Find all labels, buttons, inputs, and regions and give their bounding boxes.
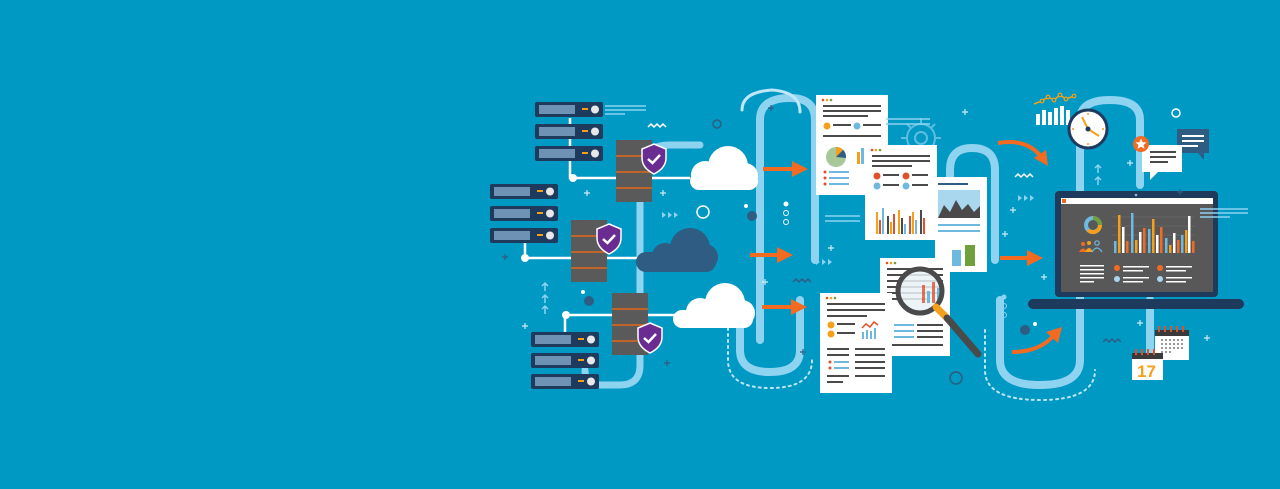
- secure-server-icon: [612, 293, 663, 355]
- clock-icon: [1067, 108, 1109, 150]
- secure-server-icon: [571, 220, 622, 282]
- shield-check-icon: [596, 223, 622, 255]
- arrow-right-icon: [762, 299, 807, 315]
- cloud-icon: [690, 146, 758, 190]
- calendar-day: 17: [1137, 362, 1156, 381]
- arrow-right-icon: [750, 247, 793, 263]
- document-chart-icon: [865, 145, 937, 240]
- chat-bubble-icon: [1177, 129, 1209, 160]
- up-arrows-icon: [541, 163, 1102, 314]
- chevrons-icon: [662, 195, 1034, 265]
- calendar-icon: 17: [1132, 349, 1163, 381]
- chat-bubble-icon: [1142, 145, 1182, 180]
- arrow-right-icon: [763, 161, 808, 177]
- curved-arrow-icon: [1011, 327, 1062, 354]
- connector-nodes: [521, 174, 577, 319]
- decorative-lines: [605, 105, 1248, 222]
- document-report-icon: [820, 293, 892, 393]
- trend-line-icon: [1033, 92, 1077, 105]
- magnifier-icon: [895, 266, 982, 358]
- server-rack-icon: [490, 184, 558, 243]
- document-landscape-icon: [935, 177, 987, 272]
- wave-icon: [647, 122, 1034, 179]
- star-badge-icon: [1133, 136, 1149, 152]
- plus-icon: [502, 105, 1183, 366]
- shield-check-icon: [641, 143, 667, 175]
- cloud-icon: [636, 228, 718, 272]
- wave-icon: [792, 277, 1122, 344]
- secure-server-icon: [616, 140, 667, 202]
- shield-check-icon: [637, 322, 663, 354]
- decorative-circles: [581, 108, 1181, 385]
- arrow-right-icon: [1000, 250, 1043, 266]
- laptop-dashboard-icon: [1028, 191, 1244, 309]
- plus-icon: [522, 109, 1210, 341]
- curved-arrow-icon: [997, 140, 1048, 166]
- cloud-icon: [673, 283, 755, 328]
- bar-chart-icon: [1036, 106, 1070, 125]
- server-rack-icon: [531, 332, 599, 389]
- server-rack-icon: [535, 102, 603, 161]
